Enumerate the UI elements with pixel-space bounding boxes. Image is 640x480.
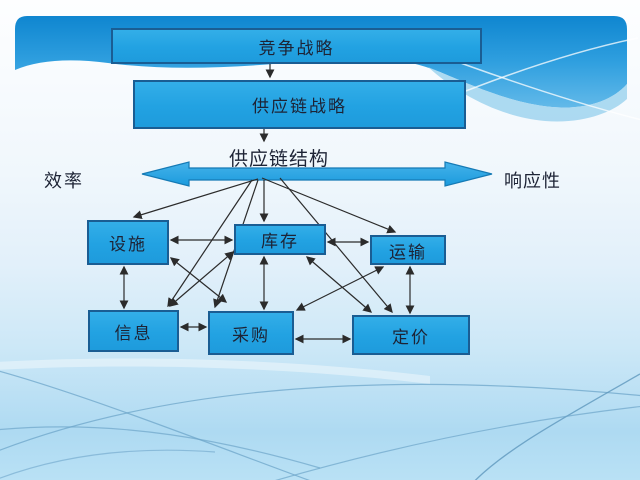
box-transportation: 运输 [370, 235, 446, 265]
bottom-highlight-band [0, 358, 430, 384]
bottom-wave-line-4 [474, 373, 640, 480]
box-pricing-label: 定价 [392, 327, 430, 347]
arrow-sourcing-to-transportation [295, 266, 385, 311]
box-information-label: 信息 [114, 323, 153, 343]
top-wave-overlay [428, 67, 627, 122]
arrow-inventory-to-pricing [305, 256, 373, 313]
box-pricing: 定价 [352, 315, 470, 355]
box-supply-chain-strategy: 供应链战略 [133, 80, 466, 129]
responsiveness-label: 响应性 [504, 171, 561, 191]
box-supply-chain-strategy-label: 供应链战略 [252, 97, 347, 116]
box-inventory-label: 库存 [261, 232, 299, 251]
box-inventory: 库存 [234, 224, 326, 255]
bottom-wave-line-1 [0, 370, 310, 480]
efficiency-label: 效率 [44, 171, 84, 191]
bottom-wave-line-3 [0, 426, 321, 469]
box-sourcing: 采购 [208, 311, 294, 355]
bottom-wave-line-6 [0, 449, 216, 479]
box-transportation-label: 运输 [389, 242, 427, 262]
efficiency-responsiveness-arrow [141, 161, 493, 187]
supply-chain-structure-label: 供应链结构 [229, 149, 330, 170]
bottom-wave-line-5 [275, 405, 640, 480]
arrow-structure-to-facilities [132, 178, 259, 220]
arrow-structure-to-transportation [261, 177, 397, 234]
box-competitive-strategy-label: 竞争战略 [258, 38, 335, 58]
box-facilities-label: 设施 [109, 235, 147, 254]
box-competitive-strategy: 竞争战略 [111, 28, 482, 64]
box-sourcing-label: 采购 [232, 325, 270, 345]
box-information: 信息 [88, 310, 179, 352]
arrow-information-to-inventory [168, 251, 235, 307]
bottom-wave-line-2 [0, 383, 640, 451]
box-facilities: 设施 [87, 220, 169, 265]
